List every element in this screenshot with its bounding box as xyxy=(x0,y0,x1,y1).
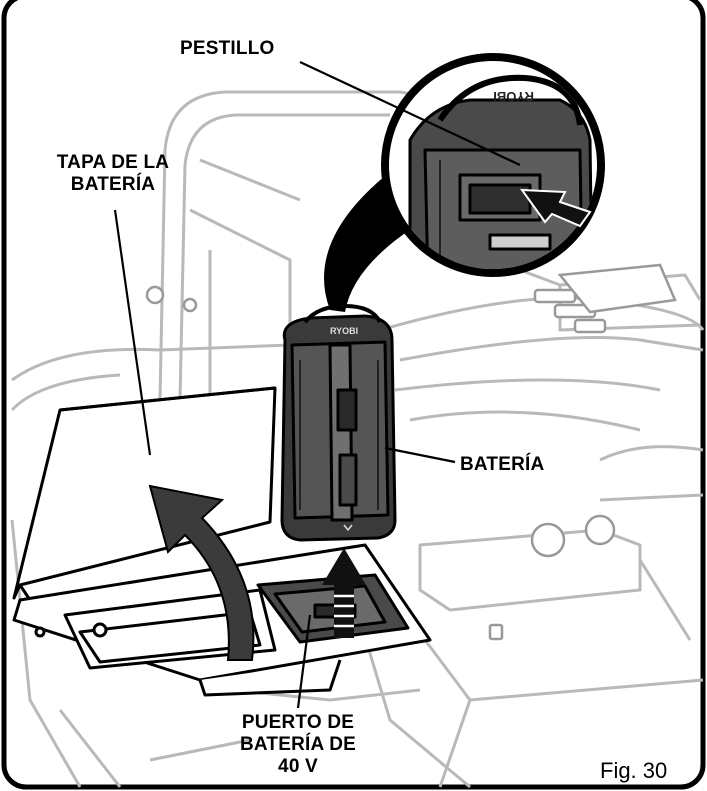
battery-cover-label: TAPA DE LA BATERÍA xyxy=(48,152,178,196)
insert-arrow-icon xyxy=(322,548,366,638)
leader-lines xyxy=(113,61,521,709)
battery-port-label-line3: 40 V xyxy=(278,756,318,777)
battery-port-label-line2: BATERÍA DE xyxy=(240,734,356,755)
battery-brand-mark: RYOBI xyxy=(330,326,358,336)
battery-pack: RYOBI xyxy=(280,304,397,542)
battery-cover xyxy=(12,386,277,601)
control-panel-lineart xyxy=(145,263,677,641)
latch-label: PESTILLO xyxy=(180,38,275,59)
lift-arrow-icon xyxy=(148,484,255,661)
port-leader-line xyxy=(296,614,312,709)
battery-port-label-line1: PUERTO DE xyxy=(241,712,355,733)
battery-cover-label-line1: TAPA DE LA xyxy=(56,152,170,173)
battery-cover-leader-line xyxy=(113,209,152,456)
press-arrow-icon xyxy=(519,188,592,228)
latch-leader-line xyxy=(299,61,521,166)
battery-label: BATERÍA xyxy=(460,454,545,475)
figure-number: Fig. 30 xyxy=(600,758,668,783)
battery-leader-line xyxy=(384,446,456,464)
latch-detail-magnifier: RYOBI xyxy=(381,53,605,277)
magnified-brand-mark: RYOBI xyxy=(493,89,534,104)
battery-cover-label-line2: BATERÍA xyxy=(70,174,156,195)
battery-port xyxy=(256,573,410,644)
battery-port-label: PUERTO DE BATERÍA DE 40 V xyxy=(228,712,368,778)
